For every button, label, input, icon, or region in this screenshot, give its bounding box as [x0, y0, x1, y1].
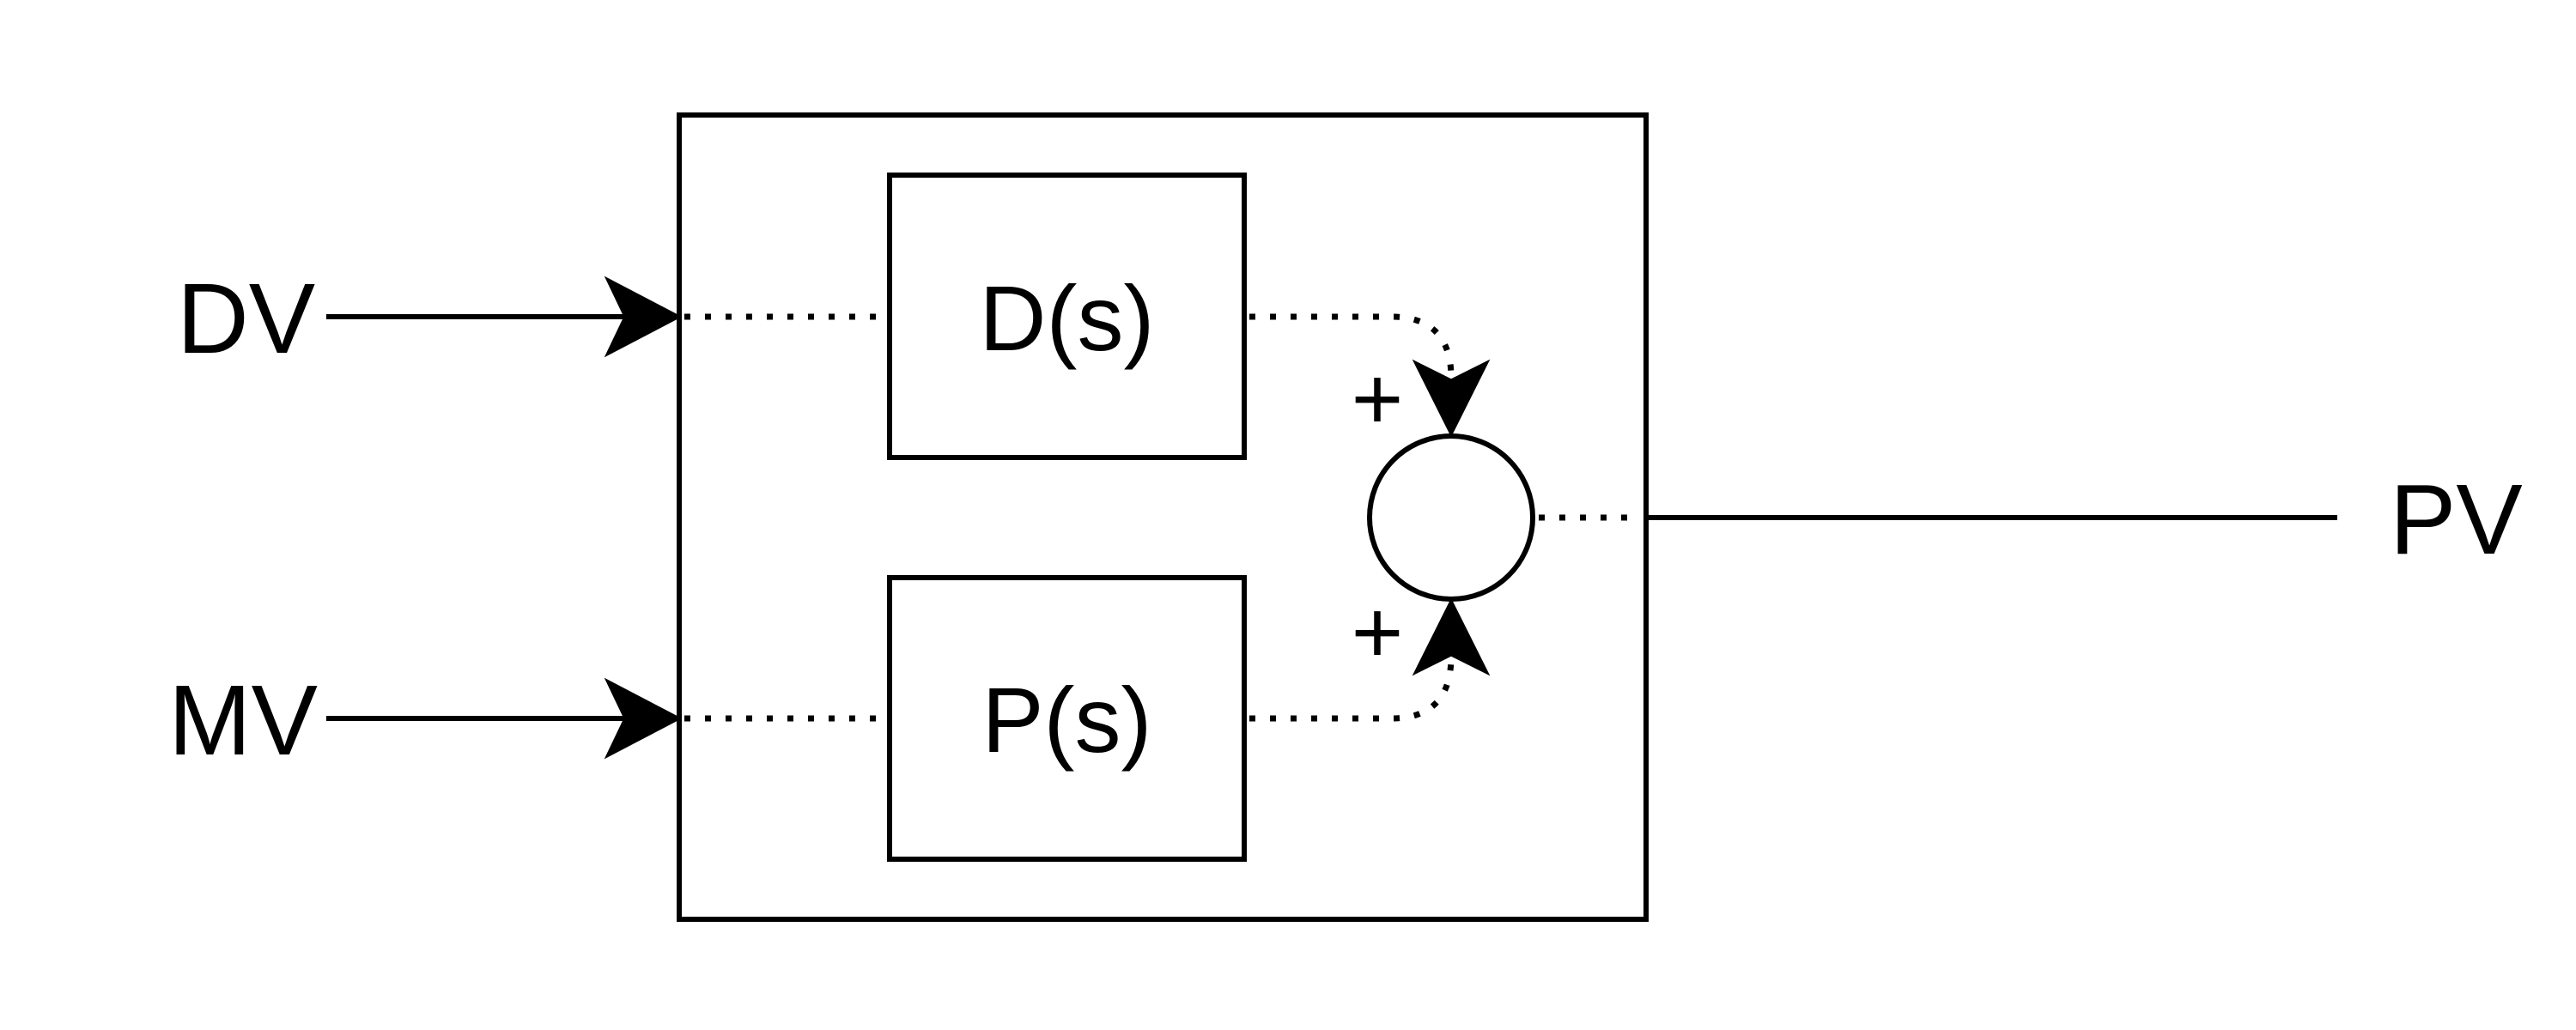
- dv-label: DV: [177, 263, 315, 374]
- disturbance-block: [887, 173, 1247, 460]
- summing-junction: [1367, 433, 1535, 602]
- mv-label: MV: [168, 664, 318, 776]
- disturbance-block-label: D(s): [980, 266, 1155, 370]
- top-sign-label: +: [1352, 349, 1404, 449]
- dv-arrowhead: [604, 276, 683, 358]
- disturbance-to-sum-link: [1249, 313, 1455, 379]
- process-block: [887, 575, 1247, 862]
- sum-top-arrowhead: [1412, 359, 1491, 438]
- process-to-sum-link: [1249, 656, 1455, 722]
- system-boundary: [677, 112, 1649, 922]
- sum-bottom-arrowhead: [1412, 597, 1491, 676]
- bottom-sign-label: +: [1352, 583, 1404, 682]
- mv-arrowhead: [604, 677, 683, 760]
- pv-label: PV: [2390, 464, 2523, 575]
- process-block-label: P(s): [982, 668, 1152, 772]
